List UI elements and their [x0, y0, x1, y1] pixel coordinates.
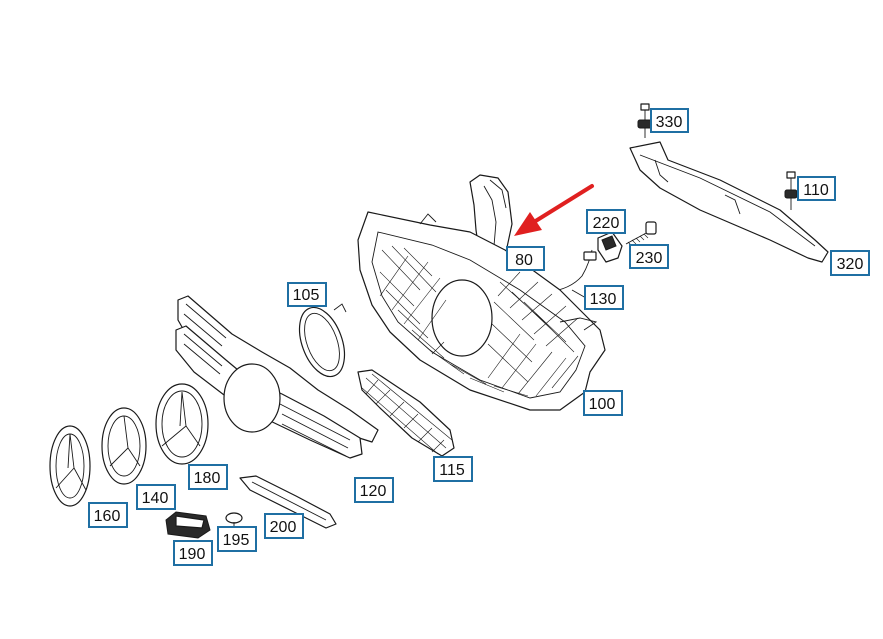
- svg-text:130: 130: [590, 291, 617, 308]
- callout-330[interactable]: 330: [650, 108, 689, 133]
- part-110-screw[interactable]: [784, 171, 798, 210]
- callout-80[interactable]: 80: [506, 246, 545, 271]
- part-230-screw[interactable]: [625, 221, 657, 247]
- callout-160[interactable]: 160: [88, 502, 128, 528]
- part-105-emblem-ring[interactable]: [291, 301, 353, 382]
- svg-text:110: 110: [803, 182, 829, 199]
- svg-text:100: 100: [589, 396, 616, 413]
- svg-text:330: 330: [656, 114, 683, 131]
- svg-text:190: 190: [179, 546, 206, 563]
- svg-text:115: 115: [439, 462, 465, 479]
- part-190-clip[interactable]: [165, 511, 211, 539]
- callout-105[interactable]: 105: [287, 282, 327, 307]
- callout-100[interactable]: 100: [583, 390, 623, 416]
- svg-text:230: 230: [636, 250, 663, 267]
- part-160-star[interactable]: [49, 425, 91, 507]
- callout-115[interactable]: 115: [433, 456, 473, 482]
- callout-190[interactable]: 190: [173, 540, 213, 566]
- svg-text:120: 120: [360, 483, 387, 500]
- callout-220[interactable]: 220: [586, 209, 626, 234]
- part-140-emblem-housing[interactable]: [101, 407, 147, 485]
- svg-text:200: 200: [270, 519, 297, 536]
- svg-text:80: 80: [515, 252, 533, 269]
- callout-110[interactable]: 110: [797, 176, 836, 201]
- svg-text:105: 105: [293, 287, 320, 304]
- svg-text:160: 160: [94, 508, 121, 525]
- part-330-screw[interactable]: [637, 103, 653, 138]
- svg-text:195: 195: [223, 532, 250, 549]
- callout-320[interactable]: 320: [830, 250, 870, 276]
- callout-120[interactable]: 120: [354, 477, 394, 503]
- callout-140[interactable]: 140: [136, 484, 176, 510]
- part-320-bracket[interactable]: [629, 141, 829, 263]
- part-100-grille[interactable]: [357, 211, 606, 411]
- callout-180[interactable]: 180: [188, 464, 228, 490]
- callout-200[interactable]: 200: [264, 513, 304, 539]
- part-200-trim-strip[interactable]: [239, 475, 337, 529]
- part-120-louver-frame[interactable]: [175, 295, 379, 459]
- svg-text:140: 140: [142, 490, 169, 507]
- callout-195[interactable]: 195: [217, 526, 257, 552]
- red-arrow-icon: [514, 184, 594, 236]
- callout-130[interactable]: 130: [584, 285, 624, 310]
- grille-mesh: [379, 245, 579, 397]
- callout-230[interactable]: 230: [629, 244, 669, 269]
- svg-text:320: 320: [837, 256, 864, 273]
- svg-text:180: 180: [194, 470, 221, 487]
- part-115-mesh-insert[interactable]: [357, 369, 455, 457]
- svg-text:220: 220: [593, 215, 620, 232]
- part-180-star-emblem[interactable]: [155, 383, 209, 465]
- part-220-sensor[interactable]: [597, 231, 623, 263]
